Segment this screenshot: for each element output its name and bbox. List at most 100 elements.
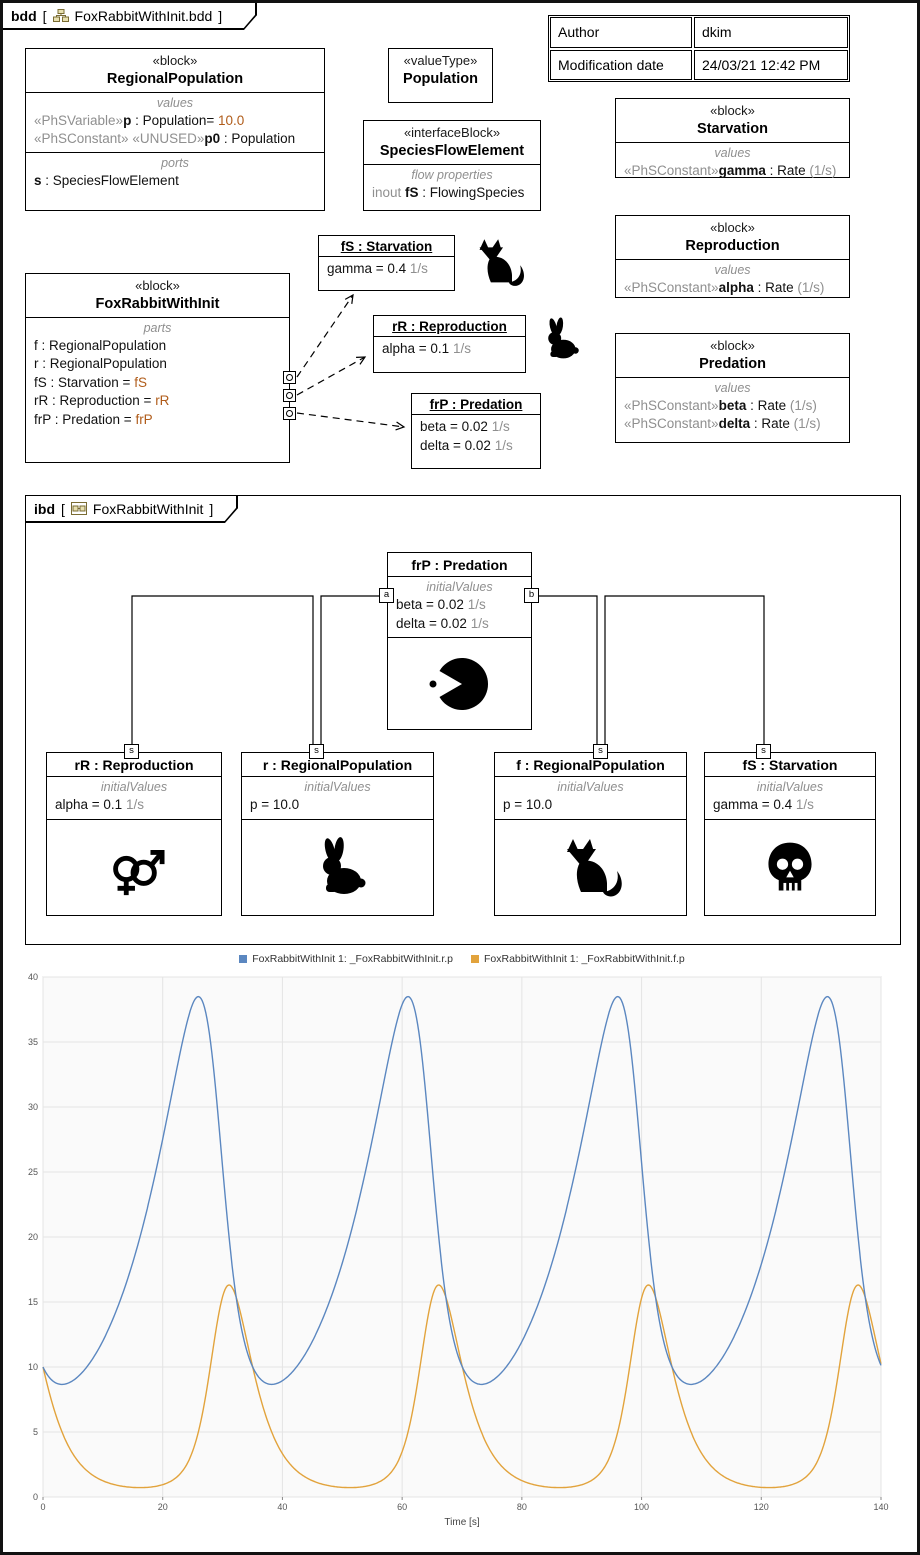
svg-text:40: 40	[277, 1502, 287, 1512]
block-starvation[interactable]: «block» Starvation values «PhSConstant»g…	[615, 98, 850, 178]
valuetype-population[interactable]: «valueType» Population	[388, 48, 493, 103]
part-f-regional-population[interactable]: f : RegionalPopulation initialValues p =…	[494, 752, 687, 916]
stereotype: «block»	[710, 103, 755, 118]
skull-icon	[768, 842, 812, 891]
instance-fs-starvation[interactable]: fS : Starvation gamma = 0.4 1/s	[318, 235, 455, 291]
block-foxrabbitwithinit[interactable]: «block» FoxRabbitWithInit parts f : Regi…	[25, 273, 290, 463]
property-type: : Rate	[750, 416, 794, 432]
port-fs[interactable]	[283, 371, 296, 384]
svg-text:140: 140	[873, 1502, 888, 1512]
block-regional-population[interactable]: «block» RegionalPopulation values «PhSVa…	[25, 48, 325, 211]
part-line[interactable]: r : RegionalPopulation	[34, 356, 167, 372]
svg-text:100: 100	[634, 1502, 649, 1512]
info-moddate-label: Modification date	[550, 49, 692, 80]
port-rr[interactable]	[283, 389, 296, 402]
block-header: «valueType» Population	[389, 49, 492, 92]
flow-property-line[interactable]: inout fS : FlowingSpecies	[364, 184, 540, 203]
instance-title: frP : Predation	[429, 397, 523, 412]
unit: (1/s)	[789, 397, 817, 413]
part-fs-starvation[interactable]: fS : Starvation initialValues gamma = 0.…	[704, 752, 876, 916]
compartment-label: initialValues	[304, 780, 371, 794]
stereotype: «PhSConstant» «UNUSED»	[34, 131, 205, 147]
port-s-rr[interactable]: s	[124, 744, 139, 759]
value: delta = 0.02	[396, 615, 471, 631]
port-s-f[interactable]: s	[593, 744, 608, 759]
part-rr-reproduction[interactable]: rR : Reproduction initialValues alpha = …	[46, 752, 222, 916]
value-property-line[interactable]: «PhSConstant»gamma : Rate (1/s)	[616, 162, 849, 181]
port-b[interactable]: b	[524, 588, 539, 603]
legend-item-rabbit[interactable]: FoxRabbitWithInit 1: _FoxRabbitWithInit.…	[239, 953, 453, 965]
ibd-tab-open-bracket: [	[61, 500, 65, 517]
part-title: f : RegionalPopulation	[516, 757, 665, 773]
ibd-frame-tab[interactable]: ibd [ FoxRabbitWithInit ]	[26, 496, 238, 523]
instance-frp-predation[interactable]: frP : Predation beta = 0.02 1/s delta = …	[411, 393, 541, 469]
compartment-label: values	[156, 95, 194, 110]
value-property-line[interactable]: «PhSConstant»beta : Rate (1/s)	[616, 397, 849, 416]
svg-text:80: 80	[517, 1502, 527, 1512]
slot-value: alpha = 0.1	[382, 341, 453, 356]
legend-label-rabbit: FoxRabbitWithInit 1: _FoxRabbitWithInit.…	[252, 953, 453, 965]
stereotype: «PhSConstant»	[624, 397, 719, 413]
part-line[interactable]: fS : Starvation = fS	[26, 374, 289, 393]
interfaceblock-species-flow-element[interactable]: «interfaceBlock» SpeciesFlowElement flow…	[363, 120, 541, 211]
part-frp-predation[interactable]: frP : Predation initialValues beta = 0.0…	[387, 552, 532, 730]
port-frp[interactable]	[283, 407, 296, 420]
connector-a-rs[interactable]	[320, 595, 379, 744]
connector-fss-fs[interactable]	[604, 595, 765, 744]
slot-value: delta = 0.02	[420, 437, 495, 453]
value-property-line[interactable]: «PhSConstant»alpha : Rate (1/s)	[616, 279, 849, 298]
info-author-value[interactable]: dkim	[694, 17, 848, 48]
values-compartment: values «PhSVariable»p : Population= 10.0…	[26, 91, 324, 152]
port-s-r[interactable]: s	[309, 744, 324, 759]
instance-rr-reproduction[interactable]: rR : Reproduction alpha = 0.1 1/s	[373, 315, 526, 373]
port-a[interactable]: a	[379, 588, 394, 603]
bdd-frame-tab[interactable]: bdd [ FoxRabbitWithInit.bdd ]	[3, 3, 257, 30]
block-name: Predation	[699, 355, 766, 372]
svg-text:Time [s]: Time [s]	[444, 1517, 479, 1528]
ibd-tab-kind: ibd	[34, 500, 55, 517]
block-reproduction[interactable]: «block» Reproduction values «PhSConstant…	[615, 215, 850, 298]
property-name: p0	[204, 131, 221, 147]
property-name: alpha	[718, 279, 754, 295]
port-name: s	[34, 172, 42, 188]
svg-text:15: 15	[28, 1297, 38, 1307]
port-line[interactable]: s : SpeciesFlowElement	[26, 172, 324, 191]
bdd-tab-content: bdd [ FoxRabbitWithInit.bdd ]	[3, 3, 257, 30]
value-property-line[interactable]: «PhSVariable»p : Population= 10.0	[26, 112, 324, 131]
part-line[interactable]: f : RegionalPopulation	[34, 337, 167, 353]
value-property-line[interactable]: «PhSConstant» «UNUSED»p0 : Population	[26, 130, 324, 149]
part-title: frP : Predation	[411, 557, 508, 573]
property-type: : Rate	[746, 397, 790, 413]
connector-rrs-rs[interactable]	[131, 595, 314, 744]
part-line[interactable]: rR : Reproduction = rR	[26, 392, 289, 411]
block-header: «block» Starvation	[616, 99, 849, 142]
info-moddate-value[interactable]: 24/03/21 12:42 PM	[694, 49, 848, 80]
arrow-to-frp-predation	[296, 412, 406, 431]
property-type: : FlowingSpecies	[418, 184, 525, 200]
part-r-regional-population[interactable]: r : RegionalPopulation initialValues p =…	[241, 752, 434, 916]
pacman-icon	[429, 657, 488, 710]
property-name: beta	[718, 397, 747, 413]
connector-b-fs[interactable]	[539, 595, 598, 744]
bdd-tab-kind: bdd	[11, 7, 37, 24]
unit: 1/s	[467, 596, 486, 612]
fox-icon	[566, 839, 622, 897]
svg-text:5: 5	[33, 1427, 38, 1437]
block-predation[interactable]: «block» Predation values «PhSConstant»be…	[615, 333, 850, 443]
part-line[interactable]: frP : Predation = frP	[26, 411, 289, 430]
instance-title: fS : Starvation	[340, 239, 433, 254]
icon-compartment	[388, 637, 531, 729]
legend-swatch-rabbit	[239, 955, 248, 963]
equals: =	[206, 112, 219, 128]
property-type: : Rate	[753, 279, 798, 295]
svg-text:35: 35	[28, 1037, 38, 1047]
value-property-line[interactable]: «PhSConstant»delta : Rate (1/s)	[616, 415, 849, 434]
legend-item-fox[interactable]: FoxRabbitWithInit 1: _FoxRabbitWithInit.…	[471, 953, 685, 965]
property-name: fS	[405, 184, 419, 200]
unit: 1/s	[494, 437, 513, 453]
port-s-fs[interactable]: s	[756, 744, 771, 759]
slots-compartment: alpha = 0.1 1/s	[374, 336, 525, 372]
diagram-info-table: Author dkim Modification date 24/03/21 1…	[548, 15, 850, 82]
